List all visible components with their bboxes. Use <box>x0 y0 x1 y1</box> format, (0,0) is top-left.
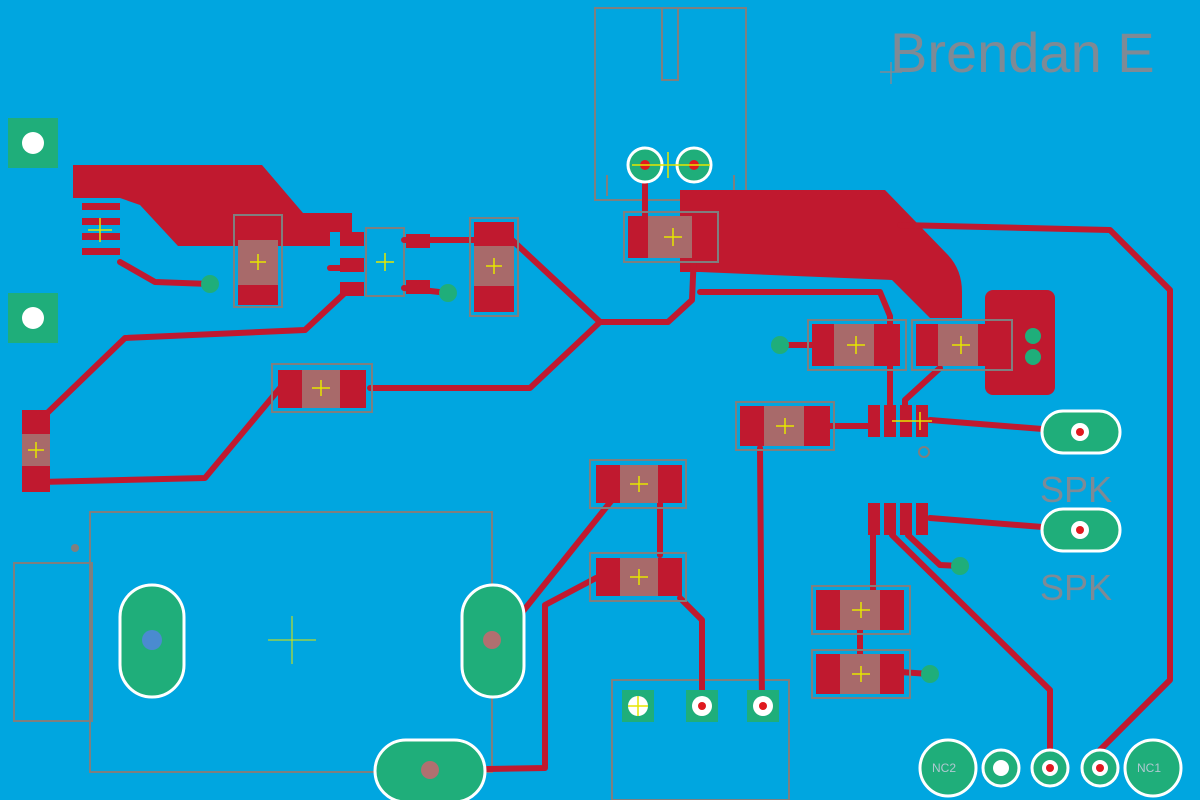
vias <box>201 275 1041 683</box>
pin1-marker <box>71 544 79 552</box>
trace-s <box>427 575 599 773</box>
trace-a <box>117 259 213 287</box>
usb-connector-tab <box>661 7 679 81</box>
trace-c <box>37 287 351 423</box>
sot23-outline <box>365 227 405 297</box>
speaker-label-bottom: SPK <box>1040 567 1112 608</box>
pour-right <box>680 190 962 318</box>
resistor-r9-outline <box>811 649 911 699</box>
resistor-r3-outline <box>807 319 907 371</box>
pour-pad-block <box>985 290 1055 395</box>
battery-holder <box>118 583 526 800</box>
pin-nc1-label: NC1 <box>1137 761 1161 775</box>
trace-f <box>367 319 603 391</box>
trace-p <box>757 445 765 708</box>
resistor-r5-outline <box>735 401 835 451</box>
trace-g <box>37 385 283 485</box>
battery-holder-tab <box>13 562 93 722</box>
pin-nc2-label: NC2 <box>932 761 956 775</box>
usb-through-holes <box>626 146 713 184</box>
pin-nc1 <box>1123 738 1183 798</box>
author-label: Brendan E <box>890 21 1155 84</box>
square-pads <box>8 118 58 343</box>
switch-pads <box>622 690 779 722</box>
resistor-r6-outline <box>589 459 687 509</box>
usb-pins <box>82 188 120 255</box>
resistor-r2-outline <box>271 363 373 413</box>
resistor-r8-outline <box>811 585 911 635</box>
battery-center-cross <box>268 616 316 664</box>
resistor-r1-outline <box>233 214 283 308</box>
origin-cross <box>880 62 902 84</box>
resistor-r7-outline <box>589 552 687 602</box>
capacitor-c1-outline <box>469 217 519 317</box>
copper-pours <box>73 165 1055 395</box>
pin-nc2 <box>918 738 978 798</box>
trace-t <box>677 595 705 708</box>
smd-components <box>22 211 1013 699</box>
mount-hole-bottom <box>22 307 44 329</box>
speaker-pads <box>1040 409 1122 553</box>
trace-v <box>889 532 1053 771</box>
amplifier-ic <box>868 405 932 535</box>
mount-hole-top <box>22 132 44 154</box>
usb-connector-outline <box>594 7 747 201</box>
header-pins <box>918 738 1183 798</box>
speaker-label-top: SPK <box>1040 469 1112 510</box>
capacitor-c2-outline <box>623 211 719 263</box>
resistor-r4-outline <box>911 319 1013 371</box>
